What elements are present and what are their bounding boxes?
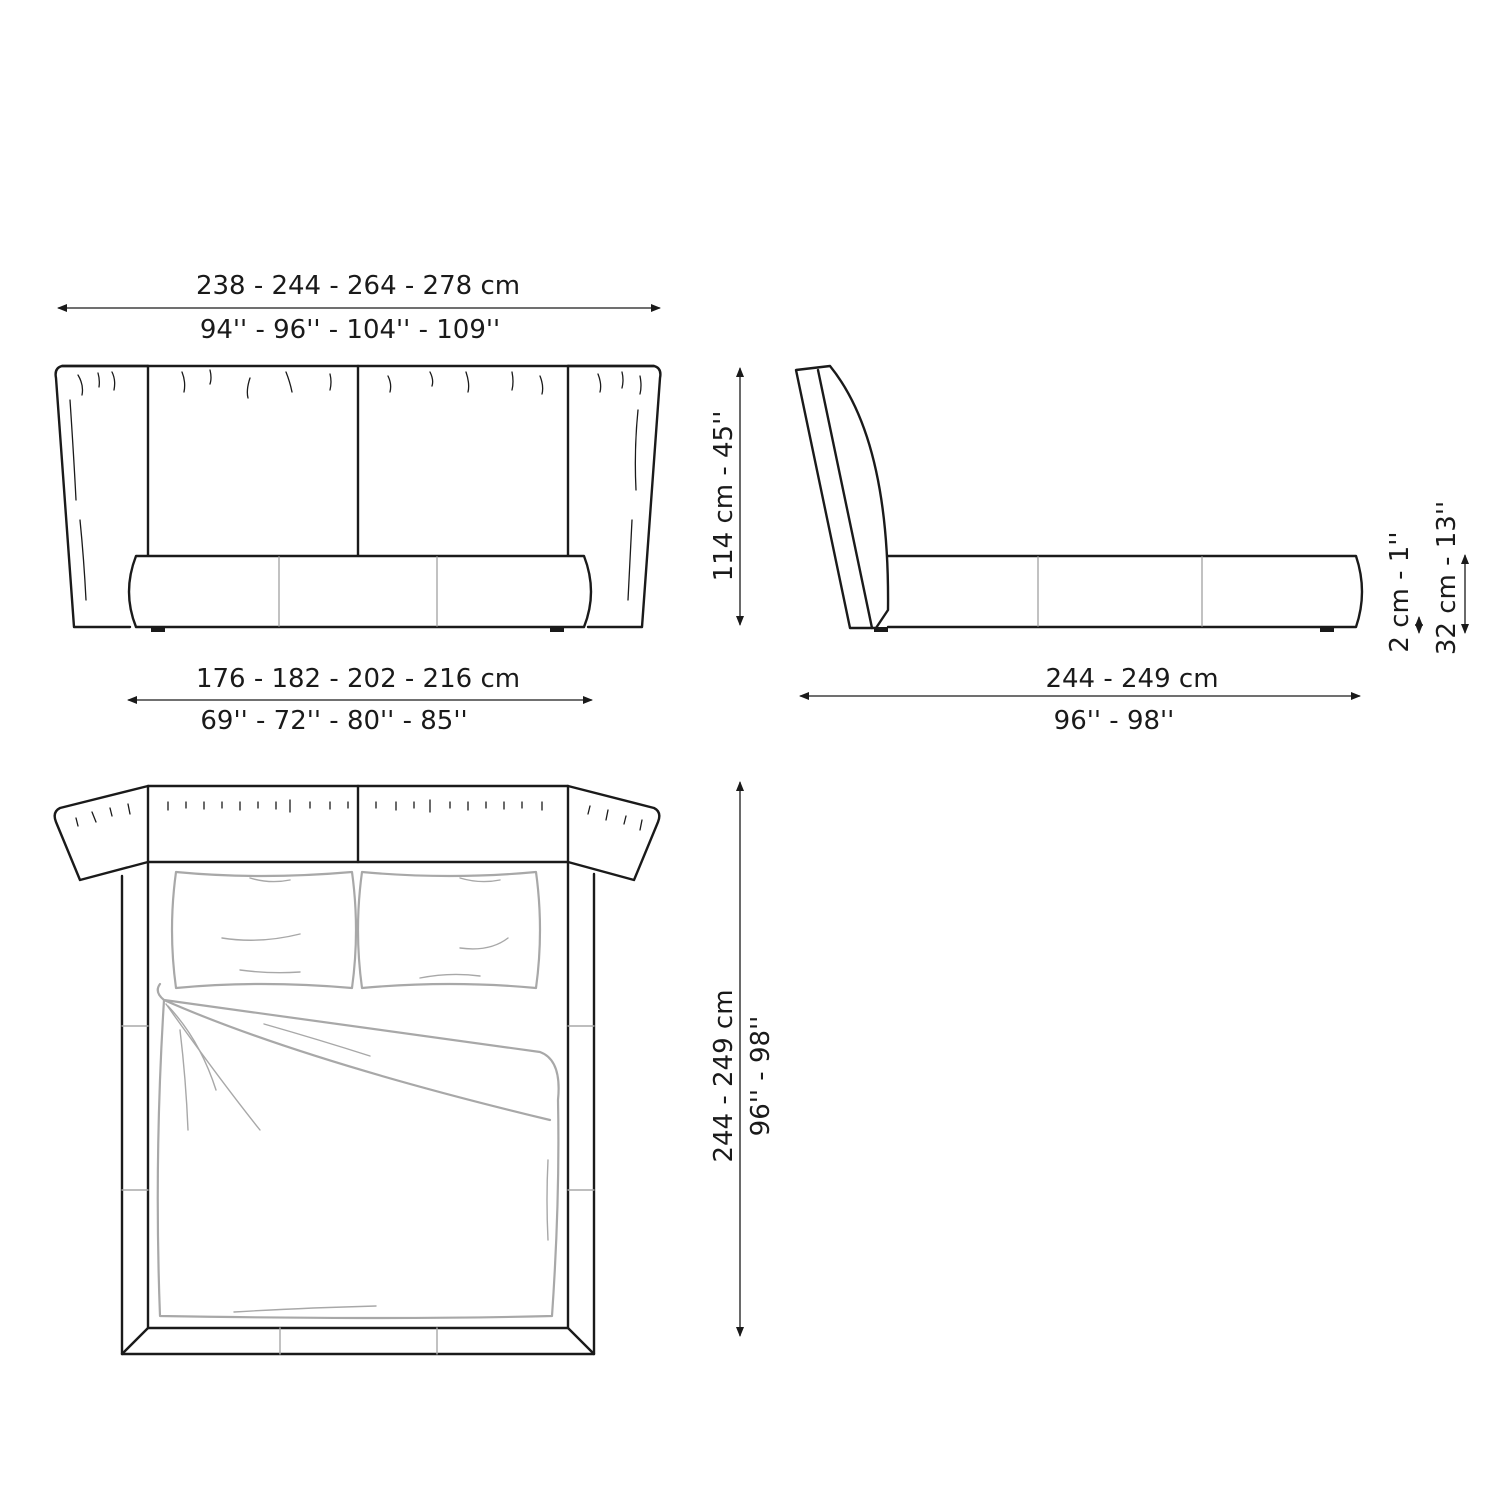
side-length-in-label: 96'' - 98'' xyxy=(1053,706,1175,736)
front-width-cm-label: 238 - 244 - 264 - 278 cm xyxy=(195,271,521,301)
pillow-left xyxy=(170,870,358,990)
side-length-cm-label: 244 - 249 cm xyxy=(1045,664,1219,694)
front-foot-right xyxy=(550,627,564,632)
front-right-wing xyxy=(566,364,662,629)
side-foot-front xyxy=(874,627,888,632)
side-feet-height-label: 2 cm - 1'' xyxy=(1385,531,1415,653)
front-wrinkles xyxy=(69,369,642,601)
top-frame-outer xyxy=(120,872,596,1356)
top-frame-seams xyxy=(121,1025,595,1355)
front-width-in-label: 94'' - 96'' - 104'' - 109'' xyxy=(199,315,501,345)
top-frame-corner-left xyxy=(120,1326,150,1356)
side-headboard-inner xyxy=(816,368,874,630)
side-base-height-label: 32 cm - 13'' xyxy=(1432,500,1462,656)
top-right-wing xyxy=(566,784,661,882)
pillow-right xyxy=(356,870,542,990)
top-length-cm-label: 244 - 249 cm xyxy=(709,989,739,1163)
top-frame-corner-right xyxy=(566,1326,596,1356)
top-left-wing xyxy=(53,784,150,882)
front-inner-width-cm-label: 176 - 182 - 202 - 216 cm xyxy=(195,664,521,694)
front-view xyxy=(54,304,662,632)
top-headboard-ticks xyxy=(75,799,643,831)
side-foot-back xyxy=(1320,627,1334,632)
side-view xyxy=(736,364,1469,700)
front-foot-left xyxy=(151,627,165,632)
front-inner-width-in-label: 69'' - 72'' - 80'' - 85'' xyxy=(200,706,468,736)
top-frame-inner xyxy=(146,860,570,1330)
duvet xyxy=(156,982,560,1320)
side-base xyxy=(886,554,1364,629)
top-length-in-label: 96'' - 98'' xyxy=(746,1015,776,1137)
side-headboard xyxy=(794,364,890,630)
side-height-label: 114 cm - 45'' xyxy=(709,410,739,582)
top-view xyxy=(53,781,744,1356)
front-base xyxy=(127,554,593,629)
front-left-wing xyxy=(54,364,150,629)
